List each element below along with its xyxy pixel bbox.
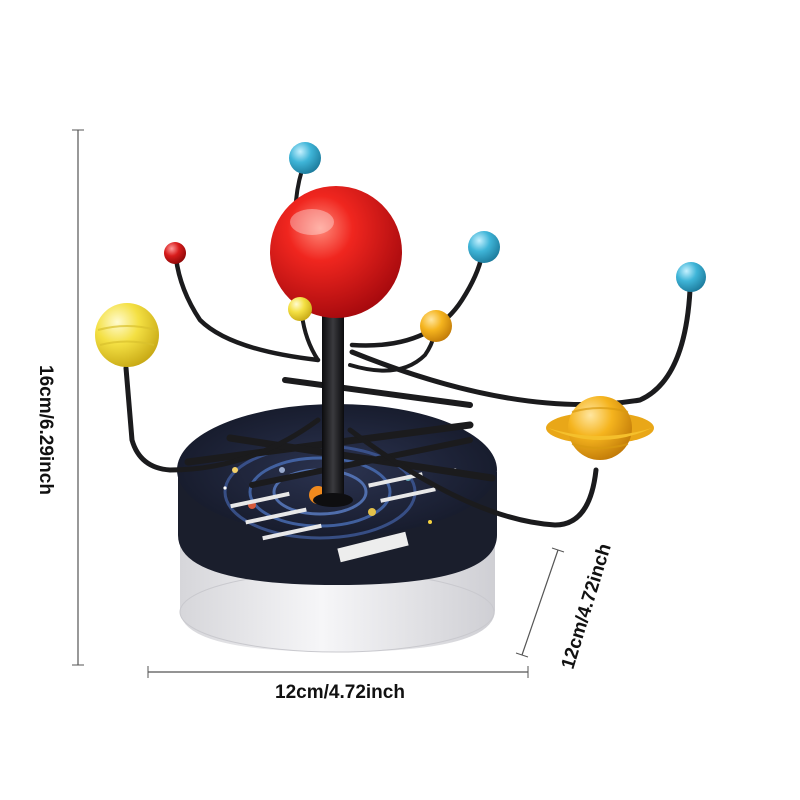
width-dimension: 12cm/4.72inch — [147, 666, 529, 703]
height-label: 16cm/6.29inch — [35, 365, 56, 495]
mid-cyan-planet-icon — [468, 231, 500, 263]
small-yellow-planet-icon — [288, 297, 312, 321]
central-rod-icon — [322, 300, 344, 500]
depth-dimension: 12cm/4.72inch — [515, 541, 616, 672]
top-cyan-planet-icon — [289, 142, 321, 174]
width-label: 12cm/4.72inch — [275, 682, 405, 703]
right-cyan-planet-icon — [676, 262, 706, 292]
saturn-planet-icon — [546, 396, 654, 460]
orange-planet-icon — [420, 310, 452, 342]
sun-sphere-icon — [270, 186, 402, 318]
height-dimension: 16cm/6.29inch — [35, 129, 84, 666]
large-yellow-planet-icon — [95, 303, 159, 367]
small-red-planet-icon — [164, 242, 186, 264]
depth-label: 12cm/4.72inch — [558, 541, 616, 671]
